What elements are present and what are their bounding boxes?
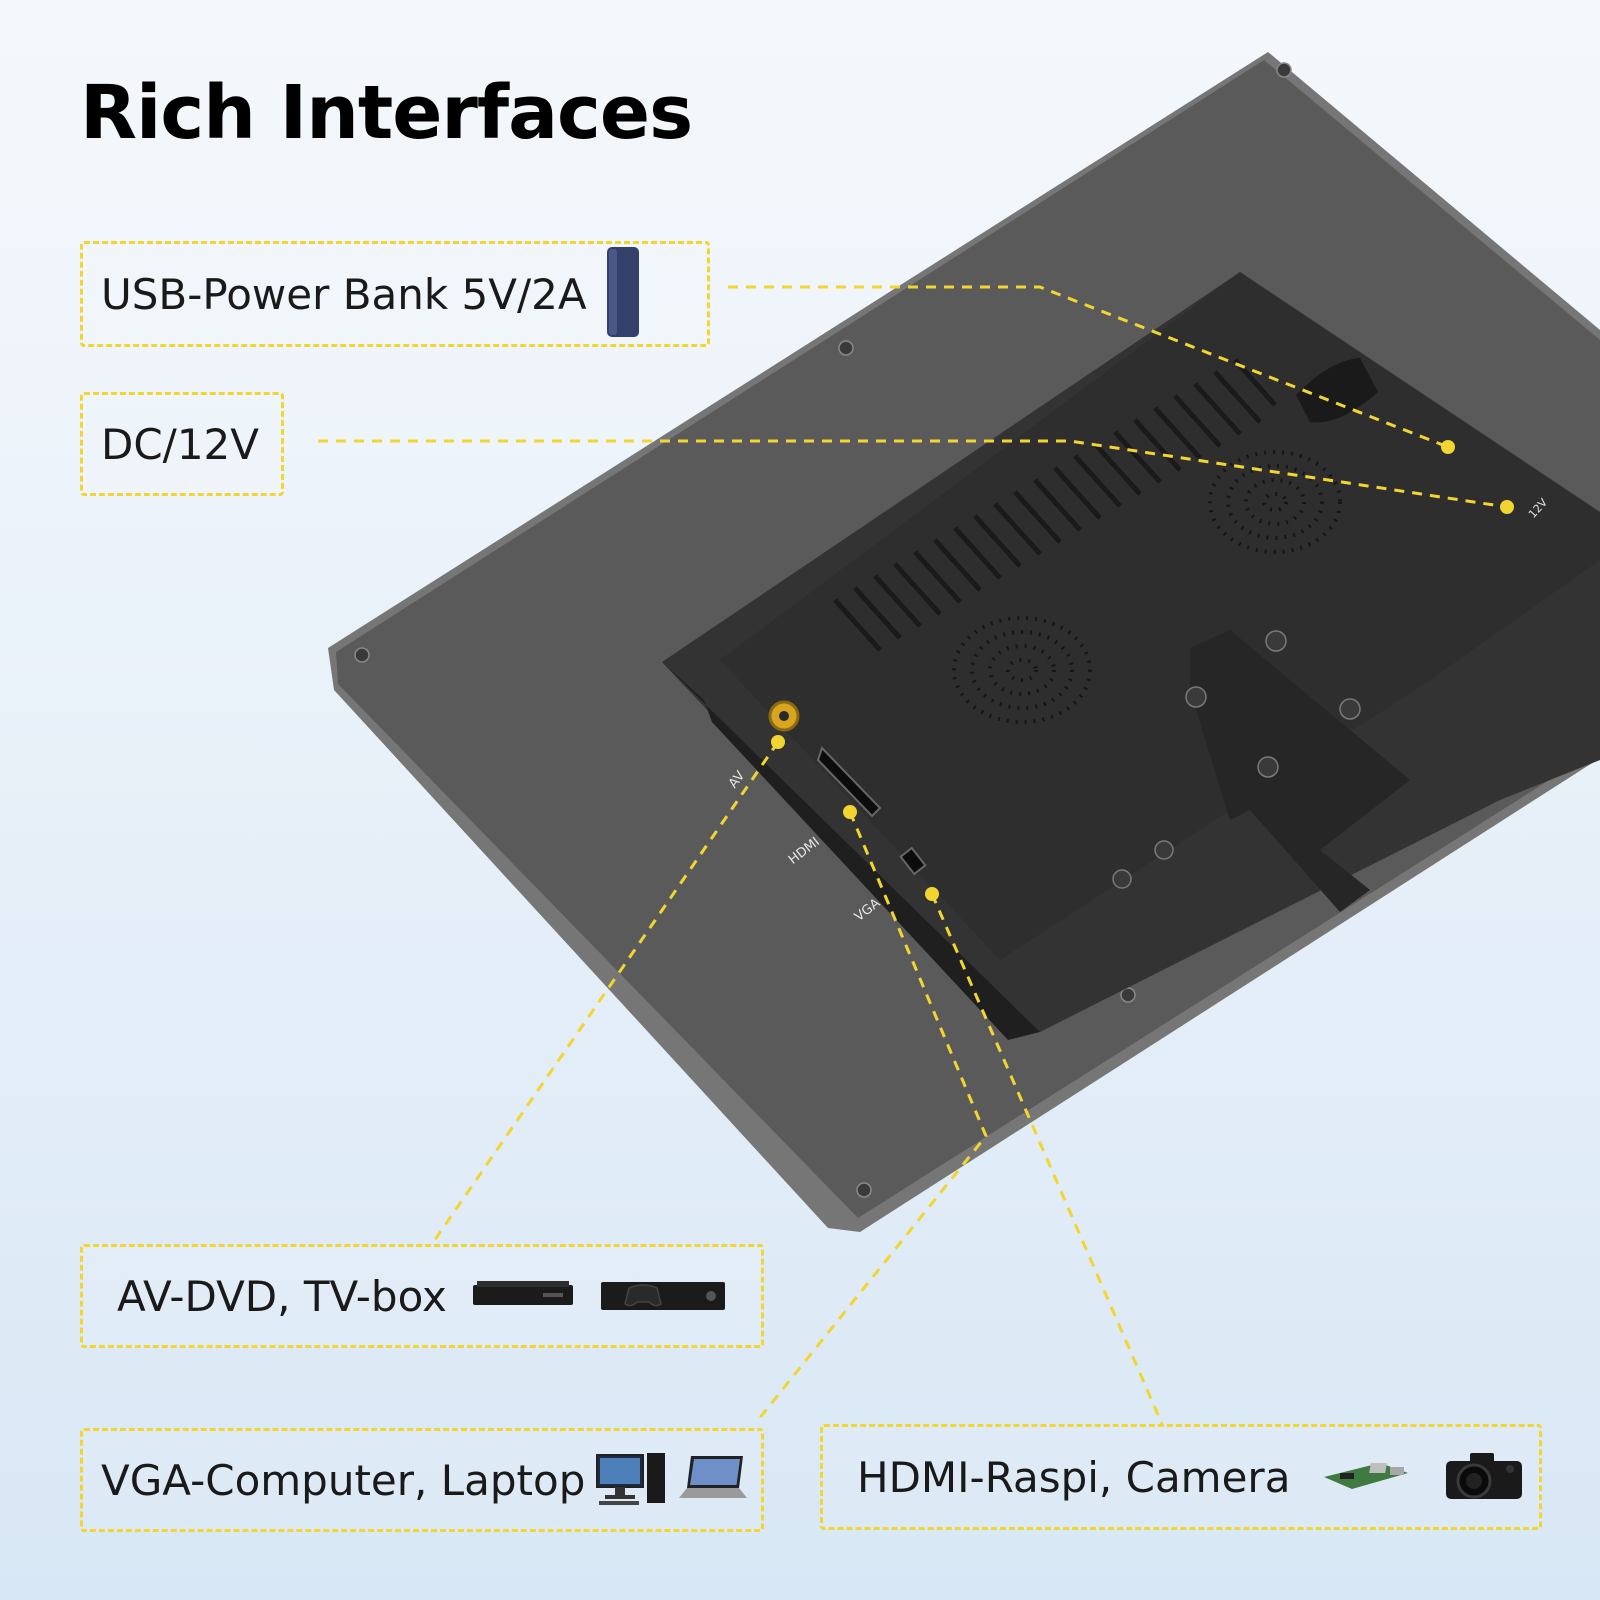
callout-usb-power-bank: USB-Power Bank 5V/2A [80, 241, 710, 347]
vga-port [899, 846, 927, 876]
callout-hdmi: HDMI-Raspi, Camera [820, 1424, 1542, 1530]
vent-slots [833, 358, 1277, 652]
rear-housing-top [720, 272, 1600, 960]
callout-av-label: AV-DVD, TV-box [117, 1271, 447, 1321]
page-title: Rich Interfaces [80, 70, 693, 156]
callout-usb-label: USB-Power Bank 5V/2A [101, 269, 587, 319]
dc-port-tab [1296, 358, 1378, 423]
dvd-player-icon [471, 1277, 575, 1315]
speaker-grille-left [952, 616, 1092, 724]
callout-dc-label: DC/12V [101, 419, 259, 469]
laptop-icon [677, 1452, 749, 1508]
hdmi-port [816, 746, 882, 818]
callout-dc-12v: DC/12V [80, 392, 284, 496]
raspberry-pi-board-icon [1320, 1457, 1410, 1497]
callout-av: AV-DVD, TV-box [80, 1244, 764, 1348]
mount-screws [1112, 630, 1361, 889]
callout-vga: VGA-Computer, Laptop [80, 1428, 764, 1532]
callout-vga-label: VGA-Computer, Laptop [101, 1455, 586, 1505]
speaker-grille-right [1208, 450, 1342, 554]
port-panel [662, 662, 1040, 1040]
callout-hdmi-label: HDMI-Raspi, Camera [857, 1452, 1291, 1502]
connector-lines [318, 285, 1508, 1425]
camera-icon [1440, 1447, 1528, 1507]
power-bank-icon [605, 245, 641, 343]
game-console-icon [599, 1274, 727, 1318]
connector-dots [771, 440, 1514, 901]
vesa-mount-plate [1190, 630, 1410, 912]
desktop-computer-icon [595, 1449, 667, 1511]
